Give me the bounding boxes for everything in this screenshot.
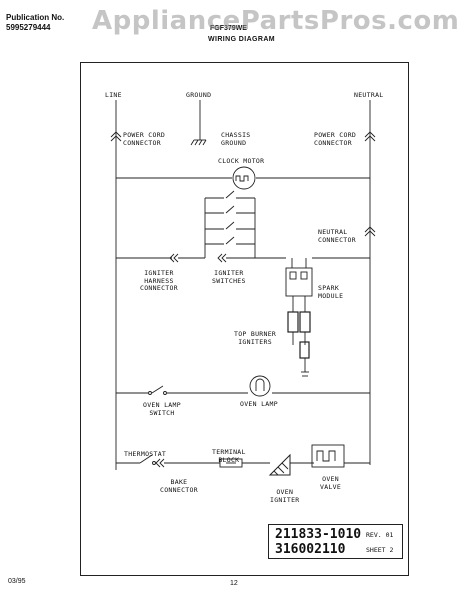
spark-module-label: SPARK MODULE	[318, 284, 344, 300]
oven-igniter-label: OVEN IGNITER	[270, 488, 300, 504]
bake-connector-label: BAKE CONNECTOR	[160, 478, 198, 494]
igniter-switch-bank-icon	[204, 190, 256, 245]
oven-lamp-label: OVEN LAMP	[240, 400, 278, 408]
part-number-2: 316002110	[275, 542, 346, 557]
oven-igniter-icon	[268, 453, 291, 476]
oven-valve-icon	[311, 444, 345, 468]
chassis-ground-label: CHASSIS GROUND	[221, 131, 251, 147]
footer-date: 03/95	[8, 578, 26, 585]
clock-motor-icon	[232, 166, 256, 190]
top-burner-igniters-icon	[287, 296, 311, 377]
part-number-box: 211833-1010 REV. 01 316002110 SHEET 2	[268, 524, 403, 559]
neutral-connector-label: NEUTRAL CONNECTOR	[318, 228, 356, 244]
igniter-switches-label: IGNITER SWITCHES	[212, 269, 246, 285]
publication-number: 5995279444	[6, 23, 51, 32]
power-cord-left-label: POWER CORD CONNECTOR	[123, 131, 166, 147]
diagram-frame	[80, 62, 409, 576]
oven-lamp-icon	[249, 375, 271, 397]
model-number: FGF379WE	[210, 25, 247, 32]
line-label: LINE	[105, 91, 122, 99]
page-number: 12	[230, 580, 238, 587]
oven-lamp-switch-label: OVEN LAMP SWITCH	[143, 401, 181, 417]
ground-label: GROUND	[186, 91, 212, 99]
revision: REV. 01	[366, 531, 394, 539]
publication-label: Publication No.	[6, 13, 65, 22]
part-number-1: 211833-1010	[275, 527, 362, 542]
power-cord-connector-right-icon	[364, 131, 376, 142]
sheet-number: SHEET 2	[366, 546, 394, 554]
neutral-connector-icon	[364, 226, 376, 237]
chassis-ground-icon	[190, 135, 207, 146]
bake-connector-icon	[155, 458, 165, 468]
spark-module-icon	[285, 258, 313, 297]
power-cord-right-label: POWER CORD CONNECTOR	[314, 131, 357, 147]
oven-valve-label: OVEN VALVE	[320, 475, 342, 491]
watermark: AppliancePartsPros.com	[92, 6, 460, 36]
neutral-label: NEUTRAL	[354, 91, 384, 99]
igniter-harness-label: IGNITER HARNESS CONNECTOR	[140, 269, 178, 292]
igniter-harness-connector-icon	[169, 253, 179, 263]
diagram-title: WIRING DIAGRAM	[208, 36, 276, 43]
power-cord-connector-left-icon	[110, 131, 122, 142]
clock-motor-label: CLOCK MOTOR	[218, 157, 265, 165]
oven-lamp-switch-icon	[148, 385, 167, 395]
top-burner-igniters-label: TOP BURNER IGNITERS	[234, 330, 277, 346]
igniter-switch-connector-icon	[217, 253, 227, 263]
thermostat-label: THERMOSTAT	[124, 450, 167, 458]
terminal-block-label: TERMINAL BLOCK	[212, 448, 246, 464]
